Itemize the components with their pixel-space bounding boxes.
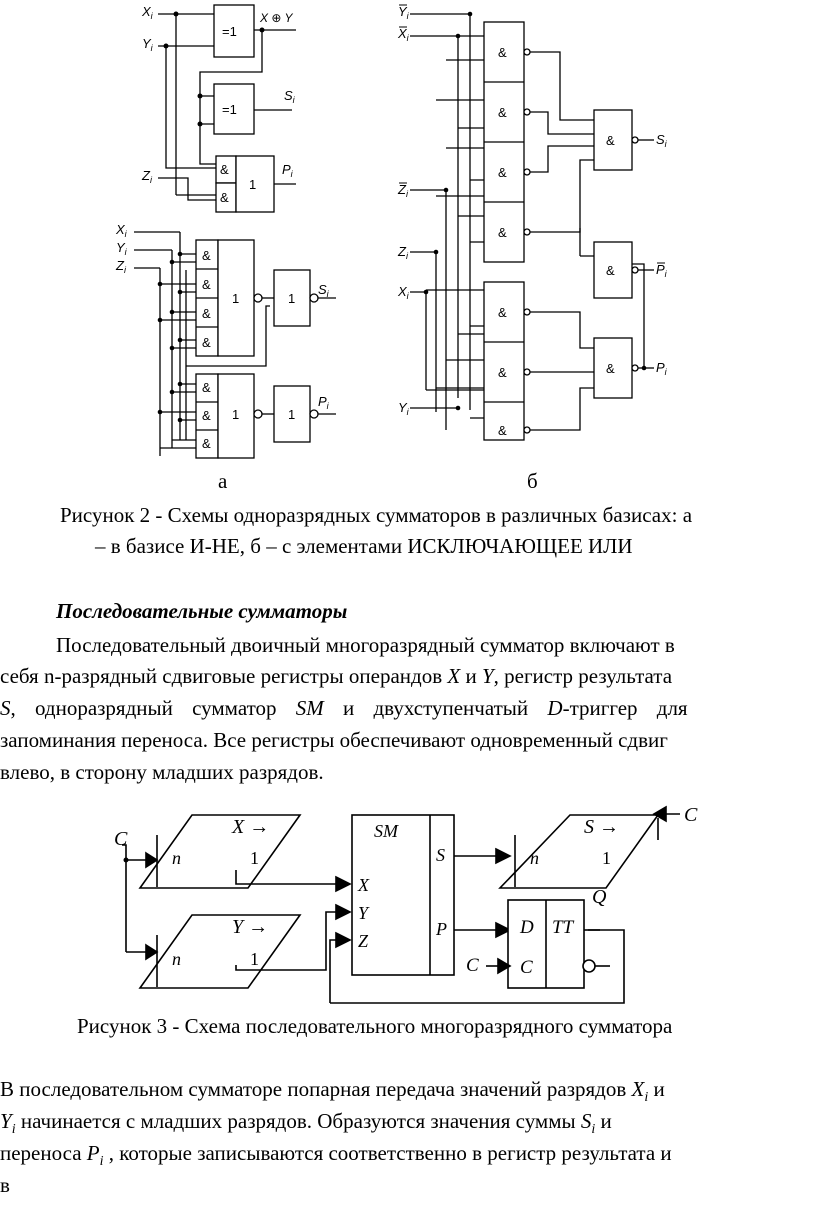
c-trigger-input: C	[466, 955, 479, 976]
svg-text:Zi: Zi	[115, 258, 127, 275]
svg-text:Zi: Zi	[141, 168, 153, 185]
and-label: &	[498, 225, 507, 240]
para1-line4: запоминания переноса. Все регистры обесп…	[0, 728, 668, 752]
and-label: &	[498, 105, 507, 120]
svg-text:Xi: Xi	[397, 284, 410, 301]
register-s	[498, 814, 660, 889]
sm-in-z: Z	[358, 931, 369, 951]
fig2-caption-line2: – в базисе И-НЕ, б – с элементами ИСКЛЮЧ…	[95, 534, 633, 558]
and-label: &	[498, 365, 507, 380]
svg-text:Pi: Pi	[318, 394, 330, 411]
and-label: &	[606, 361, 615, 376]
and-label: &	[202, 277, 211, 292]
fig2-caption-line1: Рисунок 2 - Схемы одноразрядных сумматор…	[60, 503, 693, 527]
svg-text:Si: Si	[284, 88, 296, 105]
reg-x-one: 1	[250, 848, 259, 868]
and-label: &	[606, 133, 615, 148]
fig2-label-a: а	[218, 469, 228, 493]
para1-line2: себя n-разрядный сдвиговые регистры опер…	[0, 664, 673, 688]
svg-text:Yi: Yi	[116, 240, 128, 257]
para1-line1: Последовательный двоичный многоразрядный…	[56, 633, 675, 657]
svg-text:Pi: Pi	[282, 162, 294, 179]
reg-y-label: Y →	[232, 916, 269, 938]
figure-2-schematics: =1 =1 & & 1 & & & & 1 1 & & & 1 1 & & & …	[115, 4, 668, 459]
fig3-caption: Рисунок 3 - Схема последовательного мног…	[77, 1014, 673, 1038]
para2-line3: переноса Pi , которые записываются соотв…	[0, 1141, 672, 1170]
svg-text:Yi: Yi	[398, 400, 410, 417]
sm-out-s: S	[436, 845, 445, 865]
register-y	[138, 914, 302, 989]
sm-in-x: X	[358, 875, 369, 895]
and-label: &	[202, 380, 211, 395]
or-label: 1	[288, 407, 295, 422]
reg-y-one: 1	[250, 949, 259, 969]
register-x	[138, 814, 302, 889]
svg-text:Zi: Zi	[397, 182, 409, 199]
para1-line5: влево, в сторону младших разрядов.	[0, 760, 324, 784]
svg-text:Xi: Xi	[115, 222, 128, 239]
trigger-d: D	[520, 917, 534, 938]
xor-gate-1	[213, 4, 255, 58]
xor-label: =1	[222, 24, 237, 39]
svg-text:Pi: Pi	[656, 360, 668, 377]
svg-text:Si: Si	[656, 132, 668, 149]
xor-output-label: X ⊕ Y	[259, 11, 294, 25]
reg-x-label: X →	[232, 816, 270, 838]
and-label: &	[202, 436, 211, 451]
sm-out-p: P	[436, 919, 447, 939]
and-label: &	[202, 248, 211, 263]
svg-text:Xi: Xi	[141, 4, 154, 21]
and-label: &	[202, 335, 211, 350]
trigger-tt: TT	[552, 917, 574, 938]
svg-text:Yi: Yi	[398, 4, 410, 21]
and-label: &	[202, 408, 211, 423]
para2-line4: в	[0, 1173, 10, 1197]
or-label: 1	[232, 291, 239, 306]
section-heading: Последовательные сумматоры	[56, 599, 348, 623]
and-label: &	[498, 45, 507, 60]
svg-text:Si: Si	[318, 282, 330, 299]
and-label: &	[202, 306, 211, 321]
svg-text:Zi: Zi	[397, 244, 409, 261]
c-input-label: C	[114, 828, 128, 850]
svg-text:Pi: Pi	[656, 262, 668, 279]
para1-line3: S, одноразрядный сумматор SM и двухступе…	[0, 696, 688, 720]
or-label: 1	[249, 177, 256, 192]
and-label: &	[606, 263, 615, 278]
fig2-label-b: б	[527, 469, 538, 493]
xor-gate-2	[213, 83, 255, 135]
trigger-q: Q	[592, 886, 607, 908]
svg-text:Yi: Yi	[142, 36, 154, 53]
reg-s-n: n	[530, 848, 539, 868]
trigger-c: C	[520, 957, 533, 978]
or-label: 1	[232, 407, 239, 422]
and-label: &	[498, 165, 507, 180]
sm-label: SM	[374, 821, 398, 841]
c-shift-s-label: C	[684, 804, 698, 826]
and-label: &	[220, 190, 229, 205]
and-label: &	[498, 305, 507, 320]
reg-x-n: n	[172, 848, 181, 868]
svg-text:Xi: Xi	[397, 26, 410, 43]
para2-line2: Yi начинается с младших разрядов. Образу…	[0, 1109, 612, 1138]
sm-in-y: Y	[358, 903, 369, 923]
para2-line1: В последовательном сумматоре попарная пе…	[0, 1077, 665, 1106]
reg-y-n: n	[172, 949, 181, 969]
and-label: &	[498, 423, 507, 438]
xor-label: =1	[222, 102, 237, 117]
reg-s-label: S →	[584, 816, 619, 838]
and-label: &	[220, 162, 229, 177]
or-label: 1	[288, 291, 295, 306]
reg-s-one: 1	[602, 848, 611, 868]
